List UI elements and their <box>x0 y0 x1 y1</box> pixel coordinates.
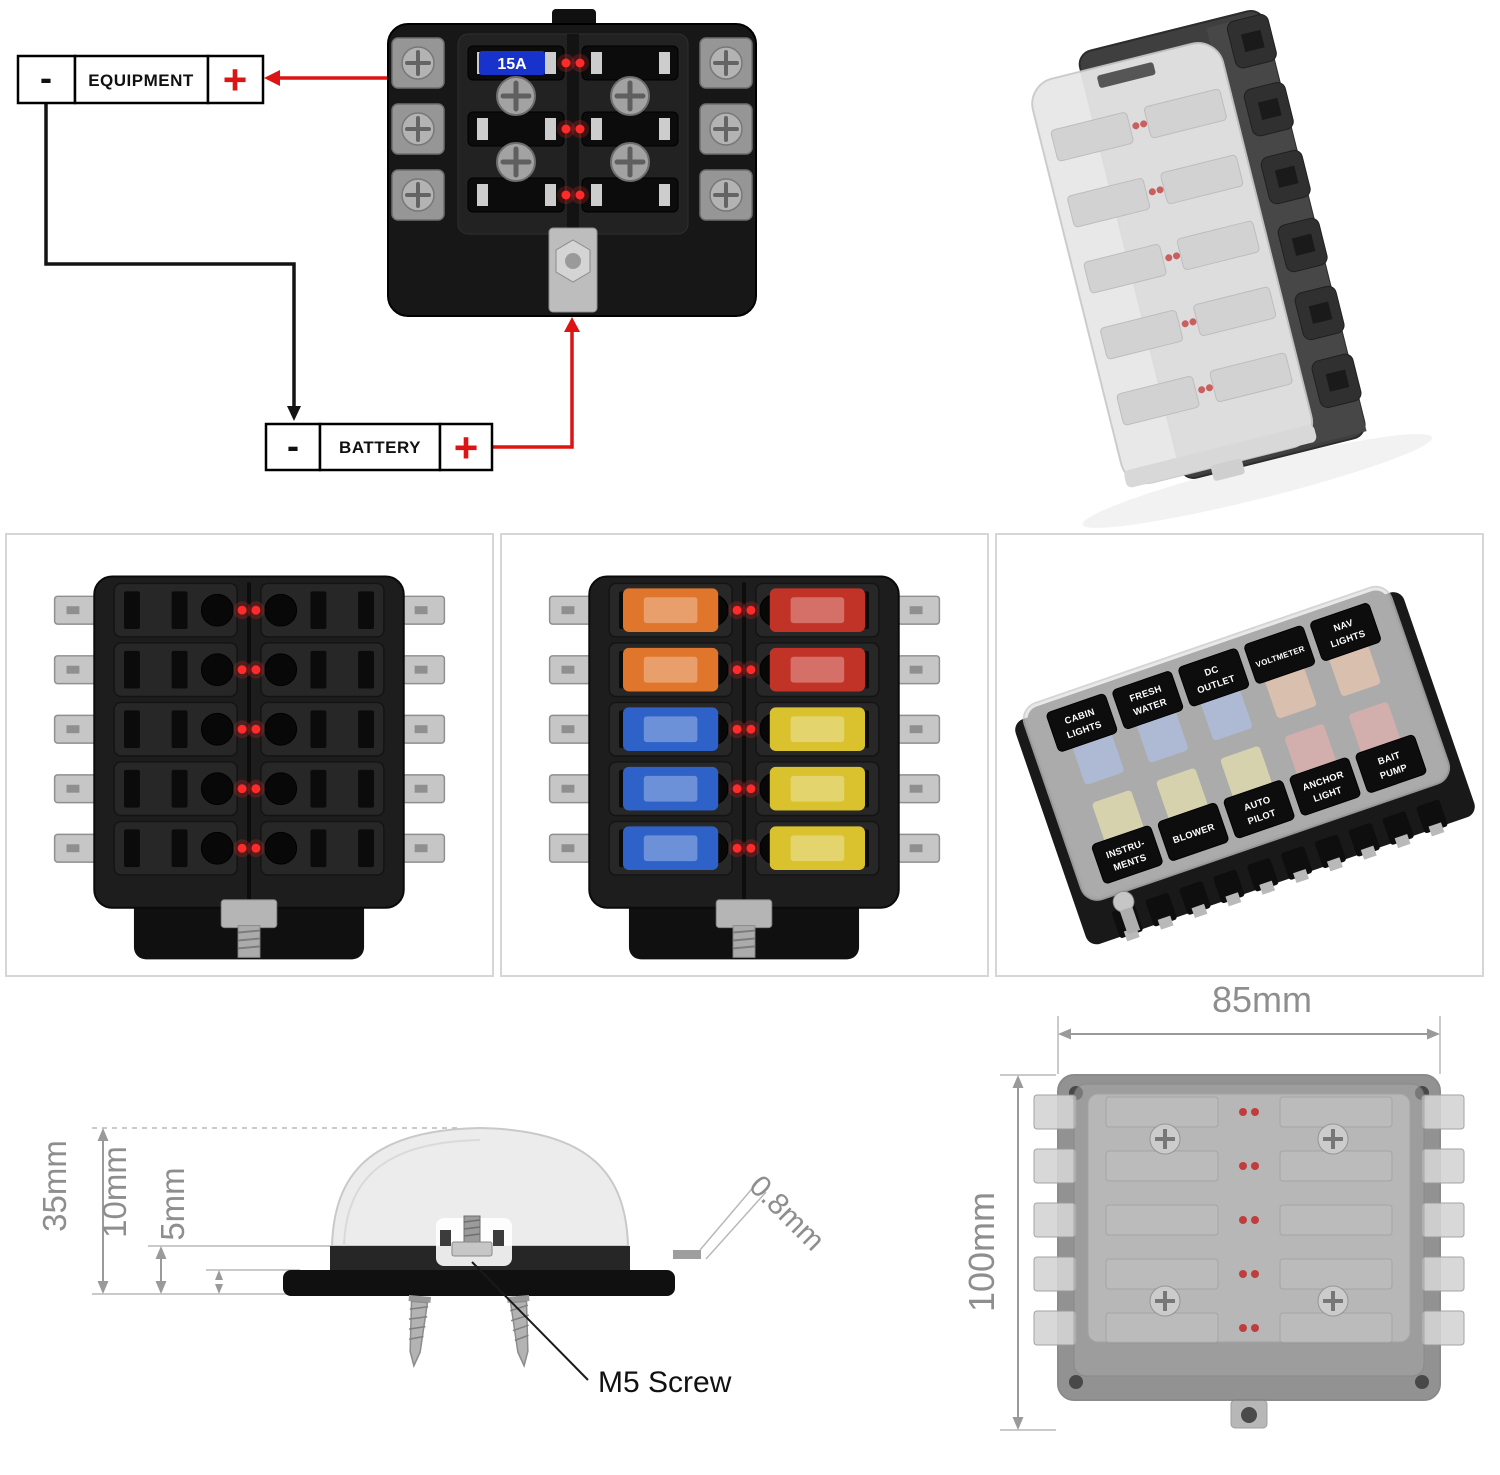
m5-screw-detail <box>436 1215 512 1266</box>
cover-screw <box>610 142 650 182</box>
terminal-strip <box>1226 14 1362 409</box>
photo-panel-bare <box>5 533 494 977</box>
power-stud <box>715 899 773 958</box>
fuse <box>769 647 866 692</box>
fuse-15a-label-plate <box>479 51 545 75</box>
spade-terminal <box>673 1250 701 1259</box>
fuse <box>623 826 719 871</box>
equipment-plus-box <box>206 54 265 105</box>
mounting-stud <box>1112 890 1141 935</box>
dome-cover <box>330 1126 630 1247</box>
dim-total-height: 35mm <box>36 1140 73 1232</box>
translucent-cover <box>1022 585 1451 901</box>
equipment-block: - EQUIPMENT + <box>16 54 265 105</box>
render-covered-unit <box>1031 9 1433 528</box>
fuse <box>623 766 719 811</box>
dim-body-height: 10mm <box>96 1146 133 1238</box>
battery-label: BATTERY <box>339 438 421 457</box>
arrowhead-to-stud <box>564 317 580 332</box>
stud-hole <box>1241 1407 1257 1423</box>
fuse <box>769 588 866 633</box>
label-sticker: NAVLIGHTS <box>1310 603 1381 661</box>
fuse <box>623 588 719 633</box>
battery-minus: - <box>287 425 299 466</box>
dimension-top-view: 85mm 100mm <box>961 979 1465 1431</box>
label-sticker: BAITPUMP <box>1355 734 1427 793</box>
mounting-screw <box>507 1295 530 1368</box>
photo-fuse-block-with-fuses <box>548 575 941 960</box>
label-sticker: DCOUTLET <box>1178 648 1250 707</box>
cover-screw <box>496 142 536 182</box>
top-clip <box>552 9 596 27</box>
cover-screw <box>610 76 650 116</box>
fuse <box>623 707 719 752</box>
fuse-slots-ghost <box>1105 1096 1393 1344</box>
top-view-product <box>1033 1074 1465 1429</box>
arrowhead-to-battery-minus <box>287 406 301 421</box>
shadow <box>1082 434 1433 528</box>
fuse-rating-text: 15A <box>497 56 527 73</box>
wire-negative <box>44 103 296 414</box>
fuse <box>623 647 719 692</box>
equipment-plus: + <box>223 56 248 103</box>
cover-ghost <box>1087 1093 1411 1343</box>
fuse <box>769 707 866 752</box>
photo-fuse-block-labeled: CABINLIGHTS FRESHWATER DCOUTLET VOLTMETE… <box>1015 585 1475 945</box>
label-sticker: BLOWER <box>1157 803 1229 861</box>
power-stud <box>548 227 598 313</box>
label-sticker: VOLTMETER <box>1244 625 1315 684</box>
label-sticker: CABINLIGHTS <box>1046 693 1118 752</box>
base-plate <box>283 1270 675 1296</box>
battery-block: - BATTERY + <box>264 422 494 472</box>
fuse-block-illustration: 15A <box>387 9 757 317</box>
cover-screw <box>496 76 536 116</box>
render-group <box>1031 9 1433 528</box>
dimension-side-view: 35mm 10mm 5mm <box>36 1126 831 1399</box>
m5-screw-label: M5 Screw <box>598 1366 732 1399</box>
fuse <box>769 766 866 811</box>
arrowhead-to-equipment-plus <box>264 70 280 86</box>
callout-line <box>471 1261 589 1381</box>
cover-lip <box>1124 425 1317 488</box>
label-stickers-bottom: INSTRU-MENTS BLOWER AUTOPILOT ANCHORLIGH… <box>1091 734 1427 884</box>
dim-width: 85mm <box>1212 979 1312 1020</box>
blade-leader-line <box>699 1183 757 1251</box>
power-stud <box>220 899 278 958</box>
dim-height: 100mm <box>961 1192 1002 1312</box>
dim-base-height: 5mm <box>154 1167 191 1240</box>
blade-leader-line <box>705 1191 767 1260</box>
side-view-product: M5 Screw 0.8mm <box>283 1126 831 1399</box>
photo-fuse-block-no-fuses <box>53 575 446 960</box>
equipment-label: EQUIPMENT <box>88 71 194 90</box>
mounting-screw <box>408 1295 431 1368</box>
label-stickers-top: CABINLIGHTS FRESHWATER DCOUTLET VOLTMETE… <box>1046 603 1381 752</box>
photo-panel-labeled: CABINLIGHTS FRESHWATER DCOUTLET VOLTMETE… <box>995 533 1484 977</box>
equipment-minus: - <box>40 57 52 98</box>
terminal-row <box>1111 799 1448 942</box>
bottom-tab <box>1210 458 1245 481</box>
equipment-label-box <box>73 54 210 105</box>
cover-screws-ghost <box>1149 1123 1349 1317</box>
wire-battery-to-fusebox <box>493 324 574 449</box>
leds-ghost <box>1239 1108 1259 1332</box>
battery-plus: + <box>454 424 479 471</box>
battery-plus-box <box>438 422 494 472</box>
dim-blade-thickness: 0.8mm <box>743 1169 831 1257</box>
cover-inner-line <box>343 1139 481 1247</box>
label-sticker: AUTOPILOT <box>1223 780 1295 839</box>
label-sticker: ANCHORLIGHT <box>1289 757 1361 816</box>
angled-product: CABINLIGHTS FRESHWATER DCOUTLET VOLTMETE… <box>1015 585 1475 945</box>
label-sticker: INSTRU-MENTS <box>1091 825 1163 884</box>
wiring-diagram: - EQUIPMENT + - BATTERY + 15A <box>16 9 757 472</box>
fuse <box>769 826 866 871</box>
ghost-fuses <box>1049 88 1294 427</box>
photo-panel-fused <box>500 533 989 977</box>
label-sticker: FRESHWATER <box>1112 671 1184 729</box>
cover-latch <box>1097 62 1156 88</box>
